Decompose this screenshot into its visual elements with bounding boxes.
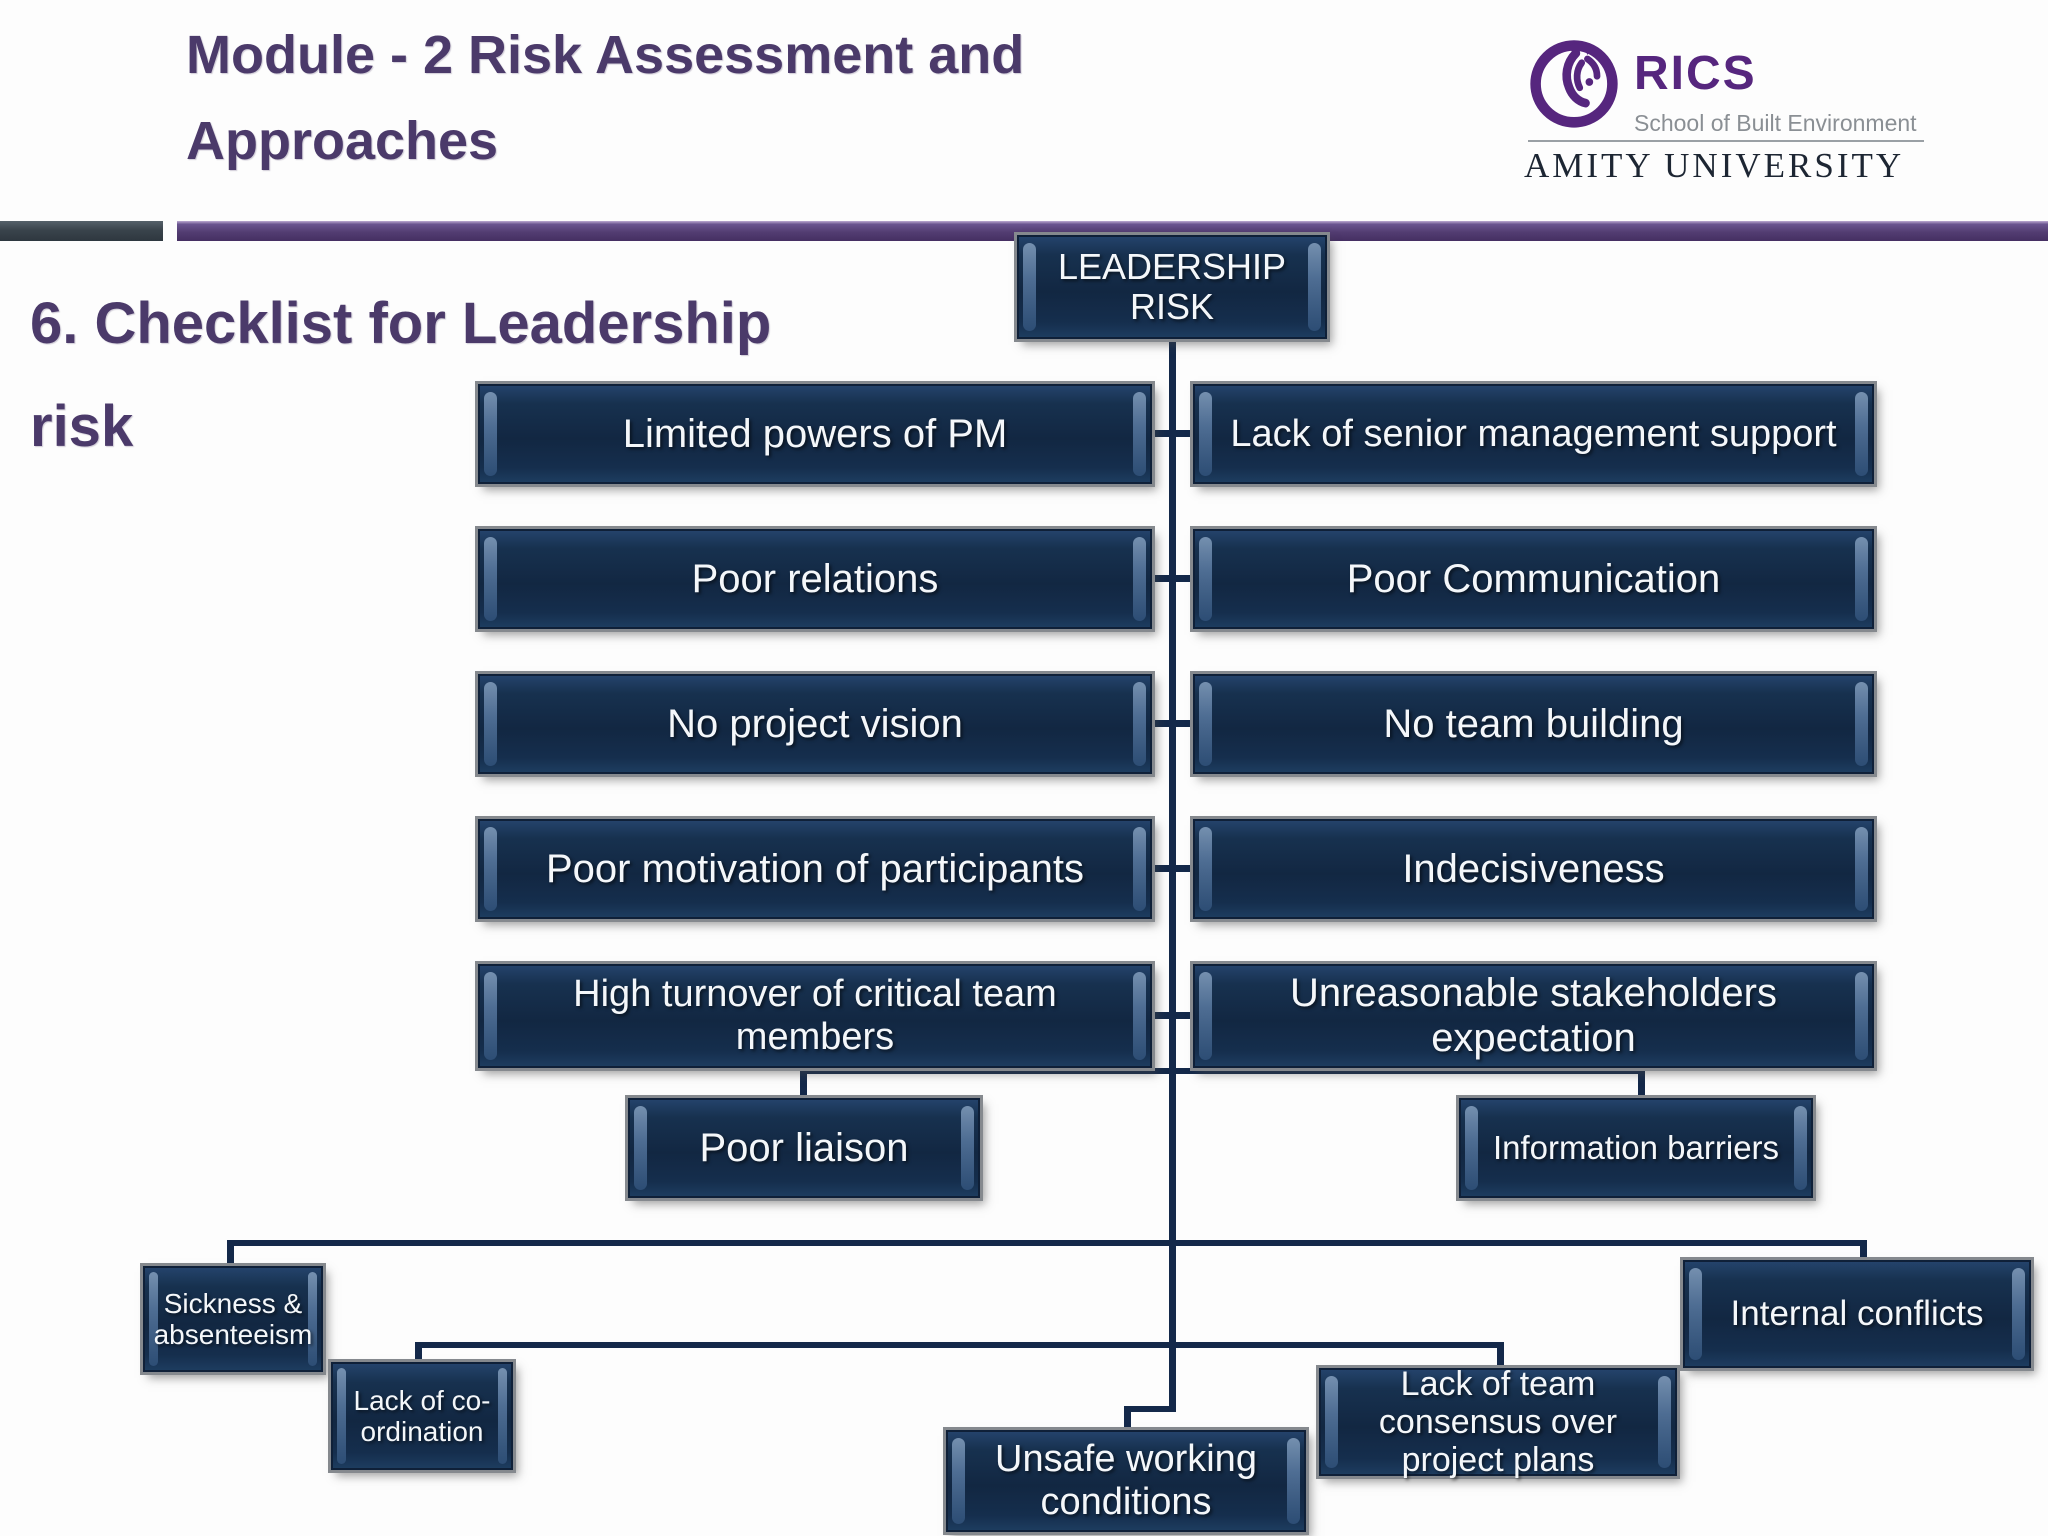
diagram-box-leadership-risk-label: LEADERSHIP RISK — [1057, 245, 1287, 327]
connector-row-2 — [1146, 575, 1198, 582]
diagram-box-label: Indecisiveness — [1402, 846, 1665, 891]
diagram-box-lack-of-senior-management-support: Lack of senior management support — [1193, 384, 1874, 484]
diagram-box-label: Poor motivation of participants — [545, 846, 1085, 891]
diagram-box-unreasonable-stakeholders-expectation: Unreasonable stakeholders expectation — [1193, 964, 1874, 1068]
diagram-box-no-project-vision: No project vision — [478, 674, 1152, 774]
diagram-box-label: No team building — [1383, 701, 1684, 746]
connector-row-3 — [1146, 720, 1198, 727]
logo-divider — [1528, 140, 1924, 142]
diagram-box-label: No project vision — [667, 701, 963, 746]
connector-level4b-drop-left — [415, 1342, 422, 1368]
diagram-box-indecisiveness: Indecisiveness — [1193, 819, 1874, 919]
diagram-box-poor-motivation: Poor motivation of participants — [478, 819, 1152, 919]
connector-level3-horizontal — [800, 1068, 1645, 1074]
connector-level3-drop-right — [1638, 1068, 1645, 1104]
diagram-box-internal-conflicts: Internal conflicts — [1683, 1260, 2031, 1368]
connector-trunk-jog-horizontal — [1124, 1406, 1176, 1412]
diagram-box-label: Poor Communication — [1346, 556, 1721, 601]
diagram-box-label: High turnover of critical team members — [573, 973, 1057, 1058]
amity-university-text: AMITY UNIVERSITY — [1524, 146, 1905, 185]
diagram-box-lack-of-team-consensus: Lack of team consensus over project plan… — [1319, 1364, 1677, 1480]
diagram-box-label: Information barriers — [1492, 1128, 1780, 1166]
diagram-box-lack-of-coordination: Lack of co- ordination — [331, 1362, 513, 1470]
diagram-box-leadership-risk: LEADERSHIP RISK — [1017, 235, 1327, 339]
header-bar-purple — [177, 221, 2048, 241]
connector-row-5 — [1146, 1012, 1198, 1019]
connector-trunk — [1169, 337, 1176, 1412]
diagram-box-label: Lack of co- ordination — [353, 1384, 491, 1447]
connector-level3-drop-left — [800, 1068, 807, 1104]
section-heading: 6. Checklist for Leadership risk — [30, 291, 772, 460]
diagram-box-label: Lack of senior management support — [1230, 412, 1837, 455]
rics-school-text: School of Built Environment — [1634, 110, 1917, 136]
connector-trunk-jog-vertical — [1124, 1406, 1131, 1434]
diagram-box-sickness-absenteeism: Sickness & absenteeism — [143, 1266, 323, 1372]
rics-amity-logo: RICS School of Built Environment AMITY U… — [1520, 18, 1956, 188]
diagram-box-label: Poor liaison — [699, 1125, 909, 1170]
diagram-box-no-team-building: No team building — [1193, 674, 1874, 774]
connector-level4a-drop-right — [1860, 1240, 1867, 1266]
diagram-box-label: Unreasonable stakeholders expectation — [1290, 971, 1777, 1060]
slide-title: Module - 2 Risk Assessment and Approache… — [186, 25, 1025, 172]
diagram-box-information-barriers: Information barriers — [1459, 1098, 1813, 1198]
diagram-box-label: Unsafe working conditions — [995, 1438, 1257, 1523]
connector-level4a-horizontal — [227, 1240, 1867, 1246]
diagram-box-limited-powers-of-pm: Limited powers of PM — [478, 384, 1152, 484]
diagram-box-unsafe-working-conditions: Unsafe working conditions — [946, 1430, 1306, 1532]
connector-level4b-drop-right — [1497, 1342, 1504, 1372]
diagram-box-label: Poor relations — [691, 556, 939, 601]
diagram-box-poor-relations: Poor relations — [478, 529, 1152, 629]
header-bar-slate — [0, 221, 163, 241]
diagram-box-label: Internal conflicts — [1730, 1294, 1984, 1334]
connector-level4b-horizontal — [415, 1342, 1504, 1348]
connector-row-4 — [1146, 865, 1198, 872]
rics-brand-text: RICS — [1634, 47, 1757, 100]
diagram-box-poor-communication: Poor Communication — [1193, 529, 1874, 629]
connector-level4a-drop-left — [227, 1240, 234, 1270]
diagram-box-poor-liaison: Poor liaison — [628, 1098, 980, 1198]
diagram-box-label: Lack of team consensus over project plan… — [1378, 1364, 1618, 1480]
diagram-box-label: Sickness & absenteeism — [153, 1287, 313, 1350]
connector-row-1 — [1146, 430, 1198, 437]
diagram-box-label: Limited powers of PM — [622, 411, 1008, 456]
diagram-box-high-turnover: High turnover of critical team members — [478, 964, 1152, 1068]
rics-lion-icon — [1530, 40, 1618, 128]
